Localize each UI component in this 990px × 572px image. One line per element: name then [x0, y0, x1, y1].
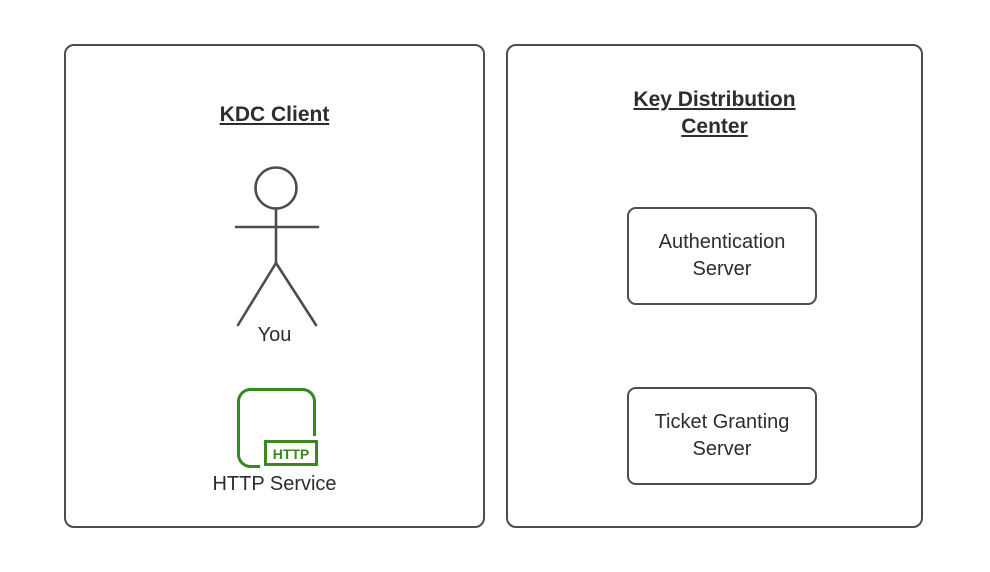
title-line: Key Distribution [633, 88, 796, 111]
authentication-server-label: Authentication Server [659, 229, 786, 283]
actor-label: You [257, 324, 292, 346]
ticket-granting-server-box: Ticket Granting Server [627, 387, 817, 485]
kdc-client-panel: KDC Client You HTTP HTTP Service [64, 44, 485, 528]
title-line: Center [681, 115, 748, 138]
ticket-granting-server-label: Ticket Granting Server [655, 409, 790, 463]
kdc-client-title: KDC Client [219, 103, 330, 126]
http-badge-text: HTTP [273, 446, 310, 462]
box-label-line: Server [692, 438, 752, 460]
http-service-icon: HTTP [237, 388, 320, 470]
authentication-server-box: Authentication Server [627, 207, 817, 305]
actor-icon [234, 166, 320, 327]
box-label-line: Server [692, 258, 752, 280]
http-service-label: HTTP Service [212, 473, 337, 495]
key-distribution-center-title: Key Distribution Center [508, 86, 921, 140]
box-label-line: Authentication [658, 231, 786, 253]
box-label-line: Ticket Granting [654, 411, 790, 433]
key-distribution-center-panel: Key Distribution Center Authentication S… [506, 44, 923, 528]
